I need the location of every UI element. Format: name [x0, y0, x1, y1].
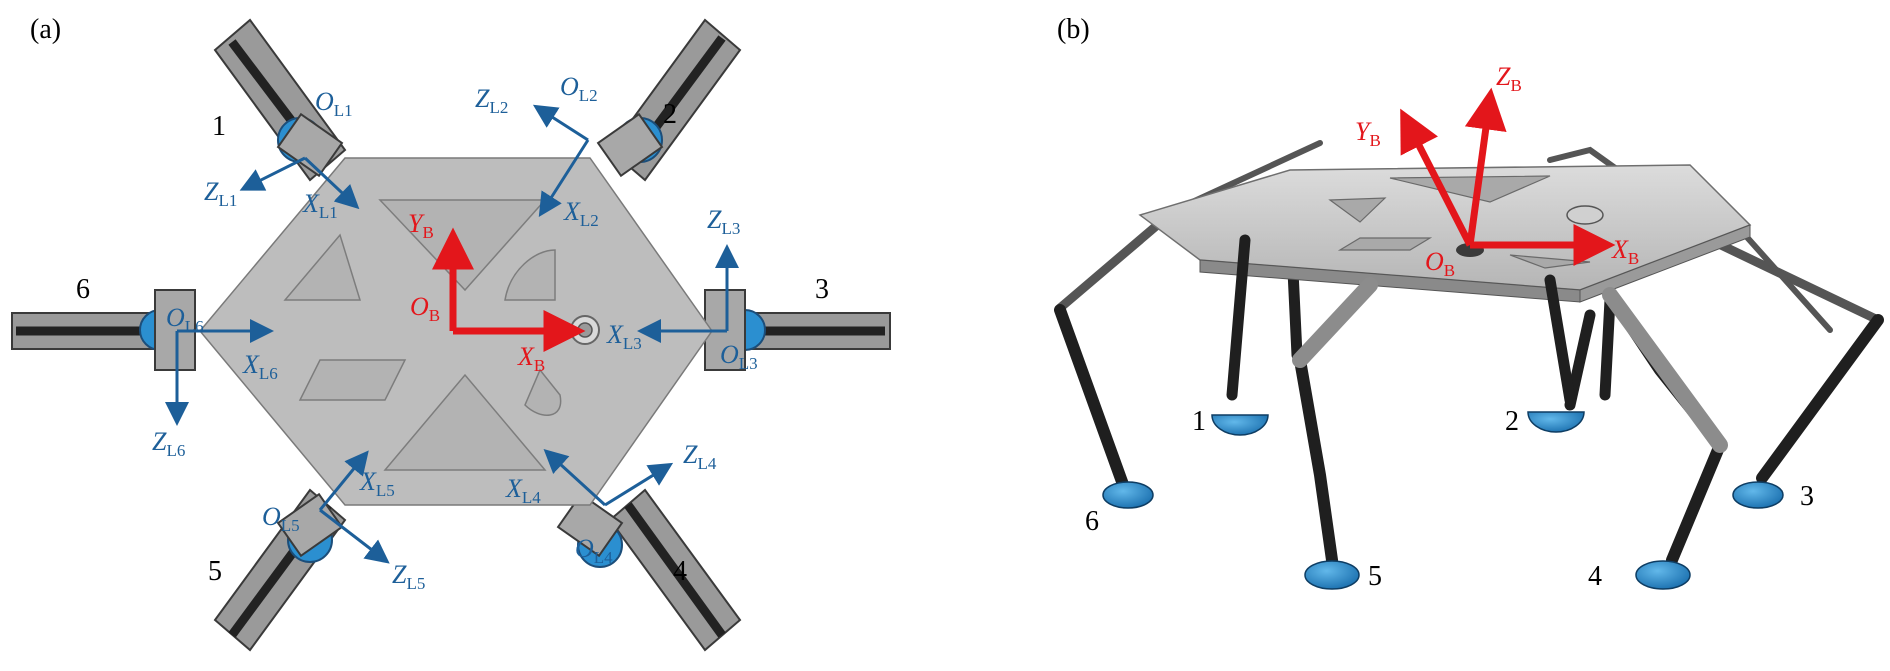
x-l2-label: XL2 — [563, 197, 599, 230]
foot-2 — [1527, 411, 1585, 433]
x-b-label: XB — [517, 342, 545, 375]
o-l4-label: OL4 — [575, 534, 613, 567]
z-b-arrow — [1464, 87, 1507, 246]
leg-4-assembly — [556, 488, 742, 652]
z-l1-label: ZL1 — [204, 177, 237, 210]
leg-number-6: 6 — [76, 274, 90, 305]
z-l3-label: ZL3 — [707, 205, 740, 238]
foot-6 — [1102, 481, 1154, 509]
foot-1 — [1211, 414, 1269, 436]
o-b-label-3d: OB — [1425, 247, 1455, 280]
z-l1-arrow — [239, 156, 306, 191]
panel-b: (b) — [1054, 14, 1884, 592]
panel-a-legs — [11, 18, 891, 652]
panel-a-leg-numbers: 1 2 3 4 5 6 — [76, 99, 829, 587]
x-l4-arrow — [543, 448, 607, 507]
leg-frame-arrows — [165, 104, 739, 564]
x-l4-label: XL4 — [505, 474, 541, 507]
z-l2-arrow — [532, 104, 589, 142]
leg-6-assembly — [11, 289, 196, 371]
z-l5-arrow — [319, 508, 390, 564]
y-b-label-3d: YB — [1355, 117, 1381, 150]
o-l1-label: OL1 — [315, 87, 353, 120]
leg-number-4: 4 — [673, 556, 687, 587]
foot-number-6: 6 — [1085, 506, 1099, 537]
panel-a: (a) — [11, 14, 891, 652]
o-b-label: OB — [410, 292, 440, 325]
z-l4-arrow — [604, 462, 674, 507]
panel-b-label: (b) — [1057, 14, 1090, 45]
leg-frame-labels: OL1 ZL1 XL1 OL2 ZL2 XL2 OL3 ZL3 XL3 OL4 … — [152, 72, 758, 593]
panel-b-foot-numbers: 1 2 3 4 5 6 — [1085, 406, 1814, 592]
foot-number-2: 2 — [1505, 406, 1519, 437]
leg-5-assembly — [213, 488, 347, 652]
x-l1-label: XL1 — [302, 189, 338, 222]
z-l6-label: ZL6 — [152, 427, 185, 460]
leg-1-assembly — [213, 18, 347, 182]
z-l4-label: ZL4 — [683, 440, 717, 473]
leg-number-5: 5 — [208, 556, 222, 587]
panel-b-body-frame: ZB YB OB XB — [1355, 62, 1639, 280]
y-b-label: YB — [408, 209, 434, 242]
z-l5-label: ZL5 — [392, 560, 425, 593]
x-b-label-3d: XB — [1611, 235, 1639, 268]
y-b-arrow-3d — [1400, 108, 1474, 247]
foot-5 — [1304, 560, 1360, 590]
o-l6-label: OL6 — [166, 303, 204, 336]
plate-cutouts — [283, 199, 562, 471]
o-l5-label: OL5 — [262, 502, 300, 535]
panel-b-feet — [1102, 411, 1784, 590]
foot-number-3: 3 — [1800, 481, 1814, 512]
z-b-label: ZB — [1496, 62, 1522, 95]
panel-b-front-legs — [1054, 234, 1884, 566]
x-l2-arrow — [538, 139, 590, 218]
z-l2-label: ZL2 — [475, 84, 508, 117]
panel-a-body-frame: YB OB XB — [408, 209, 586, 375]
foot-4 — [1635, 560, 1691, 590]
x-l5-label: XL5 — [359, 467, 395, 500]
foot-number-5: 5 — [1368, 561, 1382, 592]
x-l6-label: XL6 — [242, 350, 278, 383]
leg-number-2: 2 — [663, 99, 677, 130]
foot-number-1: 1 — [1192, 406, 1206, 437]
foot-3 — [1732, 481, 1784, 509]
leg-number-3: 3 — [815, 274, 829, 305]
x-l1-arrow — [303, 156, 360, 210]
x-l3-label: XL3 — [606, 320, 642, 353]
panel-a-label: (a) — [30, 14, 61, 45]
x-l5-arrow — [318, 450, 369, 511]
o-l2-label: OL2 — [560, 72, 598, 105]
leg-2-assembly — [596, 18, 742, 182]
o-l3-label: OL3 — [720, 340, 758, 373]
leg-number-1: 1 — [212, 111, 226, 142]
foot-number-4: 4 — [1588, 561, 1602, 592]
